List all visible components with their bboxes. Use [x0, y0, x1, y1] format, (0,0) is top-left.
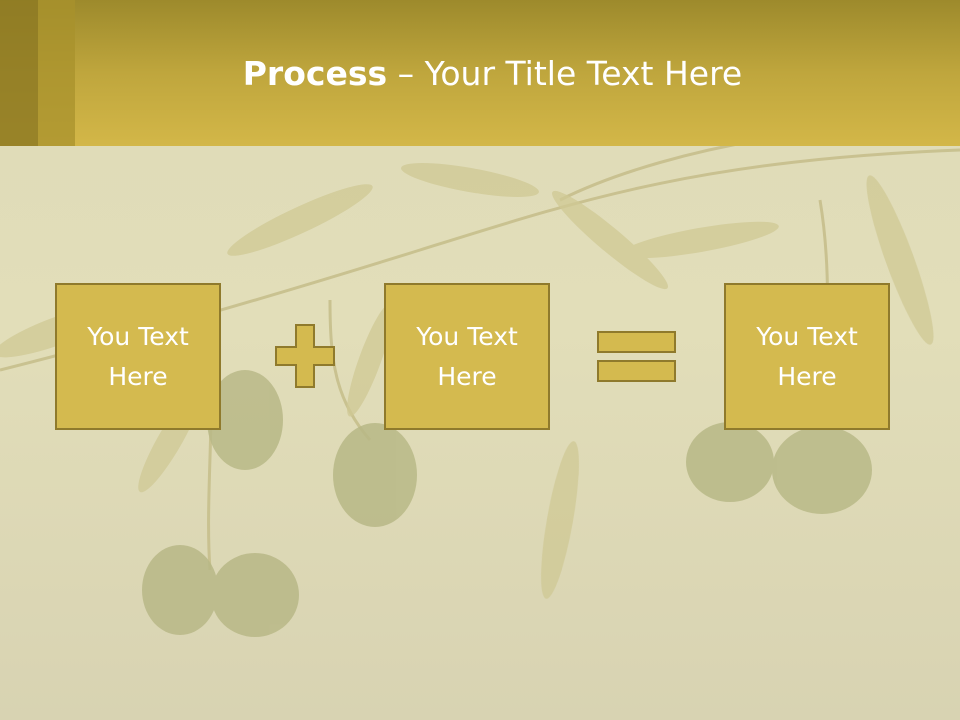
equals-icon [597, 331, 676, 382]
title-text: – Your Title Text Here [387, 54, 743, 93]
process-box-3[interactable]: You Text Here [724, 283, 890, 430]
process-box-label: You Text Here [756, 321, 858, 391]
plus-icon [275, 324, 335, 388]
accent-stripe [0, 0, 38, 146]
process-box-label: You Text Here [416, 321, 518, 391]
process-box-1[interactable]: You Text Here [55, 283, 221, 430]
accent-stripe [38, 0, 75, 146]
process-box-2[interactable]: You Text Here [384, 283, 550, 430]
slide-title[interactable]: Process – Your Title Text Here [75, 52, 910, 96]
process-box-label: You Text Here [87, 321, 189, 391]
title-bar: Process – Your Title Text Here [0, 0, 960, 146]
title-bold-text: Process [242, 54, 388, 93]
